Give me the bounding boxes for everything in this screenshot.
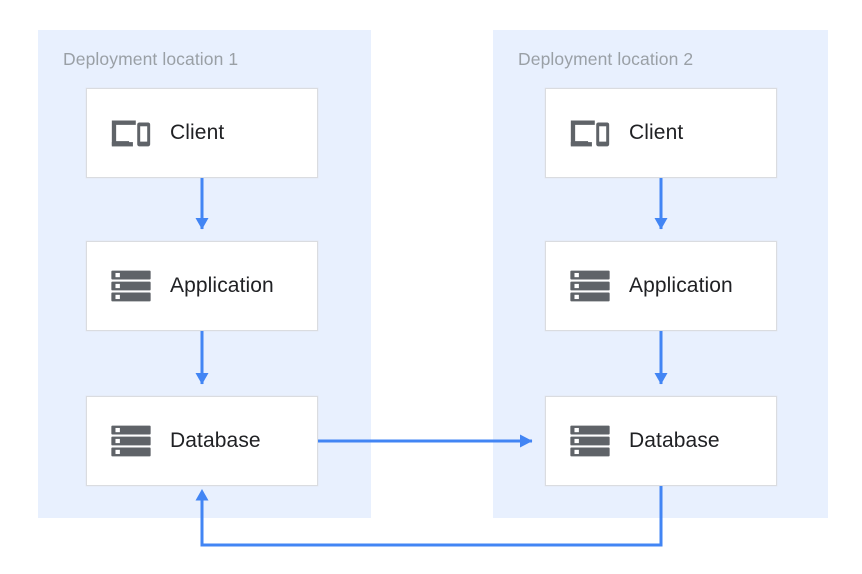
devices-icon	[111, 120, 151, 147]
node-database-1-label: Database	[170, 429, 261, 452]
server-icon	[570, 270, 610, 302]
node-client-2-label: Client	[629, 121, 684, 144]
zone-1-title: Deployment location 1	[63, 49, 239, 69]
node-application-1-label: Application	[170, 274, 274, 297]
node-application-1[interactable]: Application	[86, 241, 318, 331]
node-database-1[interactable]: Database	[86, 396, 318, 486]
node-client-2[interactable]: Client	[545, 88, 777, 178]
node-application-2-label: Application	[629, 274, 733, 297]
zone-2-title: Deployment location 2	[518, 49, 694, 69]
node-database-2[interactable]: Database	[545, 396, 777, 486]
node-client-1[interactable]: Client	[86, 88, 318, 178]
node-client-1-label: Client	[170, 121, 225, 144]
node-database-2-label: Database	[629, 429, 720, 452]
node-application-2[interactable]: Application	[545, 241, 777, 331]
server-icon	[111, 270, 151, 302]
devices-icon	[570, 120, 610, 147]
server-icon	[111, 425, 151, 457]
server-icon	[570, 425, 610, 457]
